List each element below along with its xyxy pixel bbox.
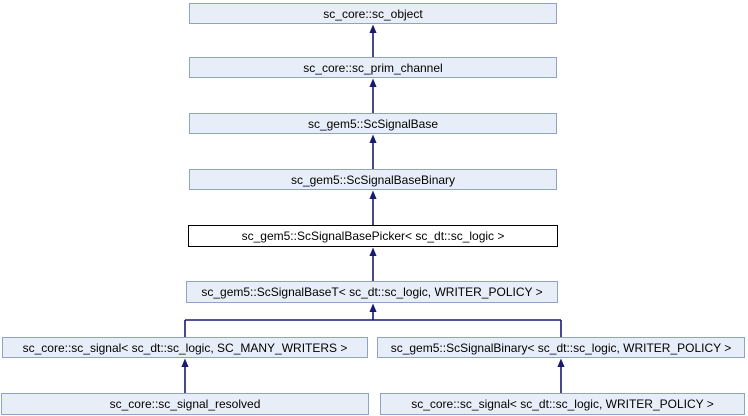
edge-resolved-to-manywriters (181, 358, 189, 393)
edge-signal-to-scsignalbinary (557, 358, 565, 393)
edge-prim-channel-to-object (369, 24, 377, 57)
node-sc-gem5-scsignalbasebinary[interactable]: sc_gem5::ScSignalBaseBinary (189, 169, 557, 190)
node-sc-core-sc-prim-channel[interactable]: sc_core::sc_prim_channel (189, 57, 557, 78)
edge-children-to-baset (184, 303, 562, 337)
node-sc-gem5-scsignalbasepicker-current: sc_gem5::ScSignalBasePicker< sc_dt::sc_l… (188, 225, 558, 247)
node-sc-gem5-scsignalbaset[interactable]: sc_gem5::ScSignalBaseT< sc_dt::sc_logic,… (186, 281, 558, 303)
node-sc-gem5-scsignalbinary[interactable]: sc_gem5::ScSignalBinary< sc_dt::sc_logic… (377, 337, 745, 358)
node-sc-gem5-scsignalbase[interactable]: sc_gem5::ScSignalBase (189, 113, 557, 134)
edge-scsignalbase-to-prim-channel (369, 78, 377, 113)
edge-baset-to-basepicker (369, 247, 377, 281)
node-sc-core-sc-signal-resolved[interactable]: sc_core::sc_signal_resolved (1, 393, 369, 415)
node-sc-core-sc-object[interactable]: sc_core::sc_object (189, 3, 557, 24)
edge-basebinary-to-scsignalbase (369, 134, 377, 169)
node-sc-core-sc-signal-writer-policy[interactable]: sc_core::sc_signal< sc_dt::sc_logic, WRI… (380, 393, 745, 415)
node-sc-core-sc-signal-many-writers[interactable]: sc_core::sc_signal< sc_dt::sc_logic, SC_… (2, 337, 368, 358)
edge-basepicker-to-basebinary (369, 190, 377, 225)
